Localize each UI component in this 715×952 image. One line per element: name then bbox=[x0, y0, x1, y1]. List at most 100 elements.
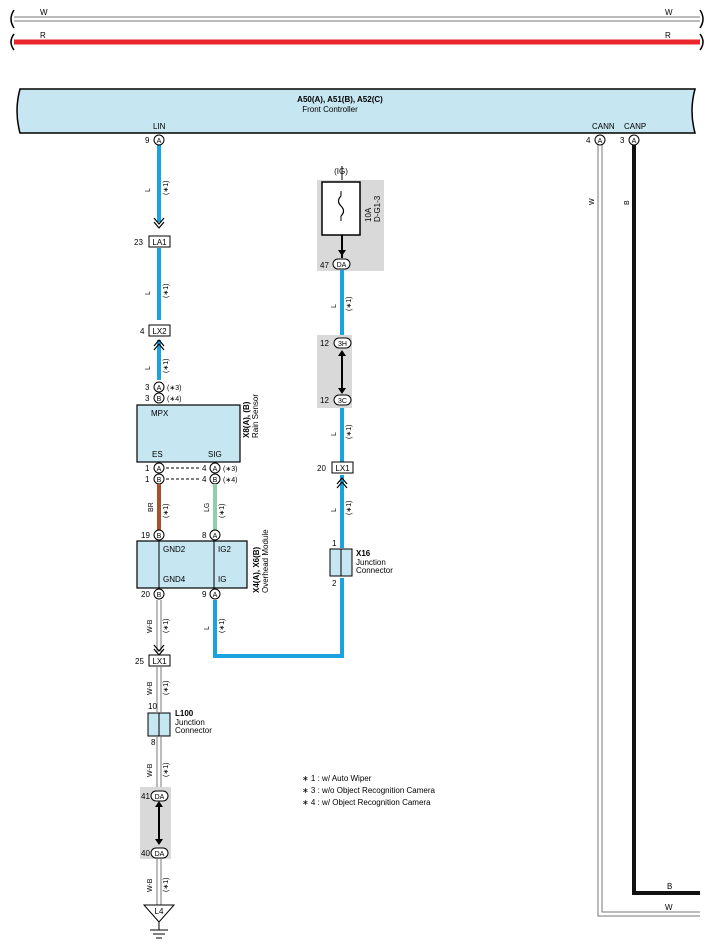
can-pins: 4 A 3 A bbox=[586, 134, 640, 146]
pin-number: 4 bbox=[202, 475, 207, 484]
ground-label: L4 bbox=[155, 907, 164, 916]
wire-label-l: L bbox=[331, 432, 338, 436]
fuse-location: D-G1-3 bbox=[373, 195, 382, 222]
pin-note: (∗4) bbox=[167, 396, 181, 403]
pin-number: 19 bbox=[141, 531, 150, 540]
bus-w: W W bbox=[10, 8, 704, 29]
can-b-label: B bbox=[624, 200, 631, 205]
front-controller-subtitle: Front Controller bbox=[302, 105, 358, 114]
wire-note: (∗1) bbox=[219, 619, 226, 633]
wire-note: (∗1) bbox=[219, 504, 226, 518]
la1-pin: 23 bbox=[134, 238, 143, 247]
pin-conn: A bbox=[213, 466, 218, 473]
wire-label-wb: W-B bbox=[147, 878, 154, 892]
mpx-label: MPX bbox=[151, 409, 169, 418]
pin-conn: A bbox=[157, 466, 162, 473]
pin-number: 20 bbox=[141, 590, 150, 599]
note-4: ∗ 4 : w/ Object Recognition Camera bbox=[302, 798, 431, 807]
lx2-label: LX2 bbox=[152, 327, 167, 336]
wire-note: (∗1) bbox=[163, 359, 170, 373]
wire-label-wb: W-B bbox=[147, 763, 154, 777]
wire-note: (∗1) bbox=[163, 681, 170, 695]
lx2-pin: 4 bbox=[140, 327, 145, 336]
wire-note: (∗1) bbox=[346, 501, 353, 515]
lin-label: LIN bbox=[153, 122, 166, 131]
pin-conn: A bbox=[213, 592, 218, 599]
lx1-left-connector: LX1 25 bbox=[135, 654, 171, 667]
wire-note: (∗1) bbox=[163, 619, 170, 633]
ig-label: IG bbox=[218, 575, 226, 584]
fuse-rating: 10A bbox=[364, 207, 373, 222]
pin-number: 1 bbox=[145, 475, 150, 484]
pin-number: 3 bbox=[620, 136, 625, 145]
wire-note: (∗1) bbox=[163, 284, 170, 298]
lx1-right-connector: LX1 20 bbox=[317, 461, 354, 474]
gnd2-label: GND2 bbox=[163, 545, 186, 554]
lx1-pin: 25 bbox=[135, 657, 144, 666]
ig-wire: L (∗1) bbox=[204, 578, 344, 658]
lx1-label: LX1 bbox=[152, 657, 167, 666]
fuse-wire: L (∗1) L (∗1) L (∗1) bbox=[331, 270, 353, 548]
lin-wire: L (∗1) L (∗1) L (∗1) bbox=[145, 145, 170, 380]
pin-number: 12 bbox=[320, 396, 329, 405]
pin-conn: A bbox=[157, 385, 162, 392]
gnd4-label: GND4 bbox=[163, 575, 186, 584]
rain-sensor-bottom-pins: 1 A 1 B 4 A (∗3) 4 B (∗4) bbox=[145, 462, 237, 485]
rain-sensor: MPX ES SIG X8(A), (B) Rain Sensor bbox=[136, 394, 260, 463]
bus-r-label-right: R bbox=[665, 31, 671, 40]
pin-number: 3 bbox=[145, 394, 150, 403]
pin-number: 2 bbox=[332, 579, 337, 588]
pin-conn: B bbox=[157, 396, 162, 403]
overhead-bottom-pins: 20 B 9 A bbox=[141, 588, 221, 600]
front-controller: A50(A), A51(B), A52(C) Front Controller … bbox=[16, 88, 696, 134]
l100-junction: 10 8 L100 Junction Connector bbox=[147, 702, 212, 747]
rain-sensor-title: X8(A), (B) bbox=[242, 401, 251, 438]
pin-note: (∗4) bbox=[223, 477, 237, 484]
overhead-module-subtitle: Overhead Module bbox=[261, 529, 270, 593]
pin-number: 10 bbox=[148, 702, 157, 711]
l100-line1: Junction bbox=[175, 718, 205, 727]
da-splice: 41 DA 40 DA bbox=[140, 787, 171, 859]
overhead-module-title: X4(A), X6(B) bbox=[252, 546, 261, 593]
pin-conn: B bbox=[157, 477, 162, 484]
es-label: ES bbox=[152, 450, 163, 459]
pin-number: 8 bbox=[202, 531, 207, 540]
wire-note: (∗1) bbox=[163, 504, 170, 518]
pin-number: 47 bbox=[320, 261, 329, 270]
pin-note: (∗3) bbox=[167, 385, 181, 392]
ground-l4: L4 bbox=[142, 904, 176, 939]
bus-r: R R bbox=[10, 31, 704, 51]
bus-r-label-left: R bbox=[40, 31, 46, 40]
bus-w-label-right: W bbox=[665, 8, 673, 17]
pin-number: 4 bbox=[586, 136, 591, 145]
x16-line2: Connector bbox=[356, 566, 393, 575]
overhead-module: GND2 GND4 IG2 IG X4(A), X6(B) Overhead M… bbox=[136, 529, 270, 593]
cann-label: CANN bbox=[592, 122, 615, 131]
fuse-icon bbox=[337, 195, 345, 217]
l100-title: L100 bbox=[175, 709, 194, 718]
wire-label-l: L bbox=[331, 508, 338, 512]
pin-conn: B bbox=[213, 477, 218, 484]
pin-conn: DA bbox=[155, 851, 165, 858]
pin-conn: A bbox=[213, 533, 218, 540]
pin-number: 4 bbox=[202, 464, 207, 473]
pin-number: 41 bbox=[141, 792, 150, 801]
wire-label-wb: W-B bbox=[147, 681, 154, 695]
pin-conn: A bbox=[632, 138, 637, 145]
wire-label-l: L bbox=[145, 366, 152, 370]
pin-number: 9 bbox=[202, 590, 207, 599]
wire-label-l: L bbox=[331, 304, 338, 308]
lin-pin: 9 A bbox=[145, 134, 165, 146]
wire-note: (∗1) bbox=[346, 297, 353, 311]
notes: ∗ 1 : w/ Auto Wiper ∗ 3 : w/o Object Rec… bbox=[302, 774, 436, 807]
wire-note: (∗1) bbox=[163, 181, 170, 195]
pin-number: 40 bbox=[141, 849, 150, 858]
wire-note: (∗1) bbox=[163, 878, 170, 892]
rain-sensor-subtitle: Rain Sensor bbox=[251, 394, 260, 438]
pin-conn: 3C bbox=[338, 398, 347, 405]
lx2-connector: LX2 4 bbox=[140, 324, 171, 337]
can-w-bottom-label: W bbox=[665, 903, 673, 912]
pin-conn: B bbox=[157, 592, 162, 599]
lx1-pin: 20 bbox=[317, 464, 326, 473]
